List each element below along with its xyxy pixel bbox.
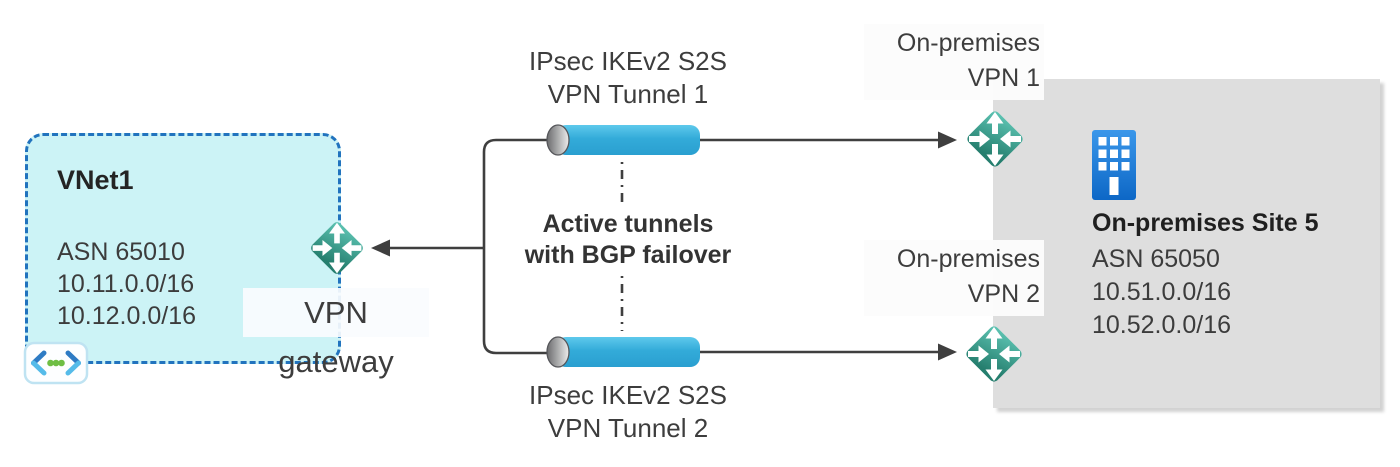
onprem-site-details: ASN 65050 10.51.0.0/16 10.52.0.0/16 [1092,243,1231,342]
onprem-site-box [993,79,1380,408]
onprem-site-prefix-2: 10.52.0.0/16 [1092,311,1232,339]
tunnel1-arrowhead [938,131,957,149]
onprem-vpn2-label: On-premises VPN 2 [864,240,1044,316]
vnet1-asn: ASN 65010 [57,238,185,266]
tunnel2-label-line1: IPsec IKEv2 S2S [529,380,727,410]
vnet1-box [25,133,341,364]
vpn-gateway-label: VPN gateway [243,288,429,379]
onprem-vpn1-label-line1: On-premises [896,29,1040,57]
onprem-vpn2-label-line1: On-premises [896,245,1040,273]
vnet1-prefix-2: 10.12.0.0/16 [57,302,197,330]
tunnel1-label-line2: VPN Tunnel 1 [547,79,709,109]
gateway-arrowhead [371,239,390,257]
tunnel1-label: IPsec IKEv2 S2S VPN Tunnel 1 [478,45,778,111]
onprem-vpn2-label-line2: VPN 2 [967,280,1040,308]
onprem-vpn1-label-line2: VPN 1 [967,64,1040,92]
vnet1-title: VNet1 [57,165,134,195]
bgp-failover-note: Active tunnels with BGP failover [478,209,778,271]
onprem-site-title: On-premises Site 5 [1092,209,1319,237]
vnet1-details: ASN 65010 10.11.0.0/16 10.12.0.0/16 [57,236,196,332]
vnet1-prefix-1: 10.11.0.0/16 [57,270,195,298]
onprem-site-asn: ASN 65050 [1092,245,1220,273]
tunnel2-arrowhead [938,343,957,361]
bgp-failover-note-line2: with BGP failover [524,241,732,269]
tunnel2-label: IPsec IKEv2 S2S VPN Tunnel 2 [478,379,778,445]
bgp-failover-note-line1: Active tunnels [542,210,714,238]
vpn-tunnel-pipe-2 [546,336,700,368]
tunnel2-label-line2: VPN Tunnel 2 [547,413,709,443]
onprem-vpn1-label: On-premises VPN 1 [864,24,1044,100]
onprem-site-prefix-1: 10.51.0.0/16 [1092,278,1232,306]
vpn-tunnel-pipe-1 [546,124,700,156]
tunnel1-label-line1: IPsec IKEv2 S2S [529,46,727,76]
